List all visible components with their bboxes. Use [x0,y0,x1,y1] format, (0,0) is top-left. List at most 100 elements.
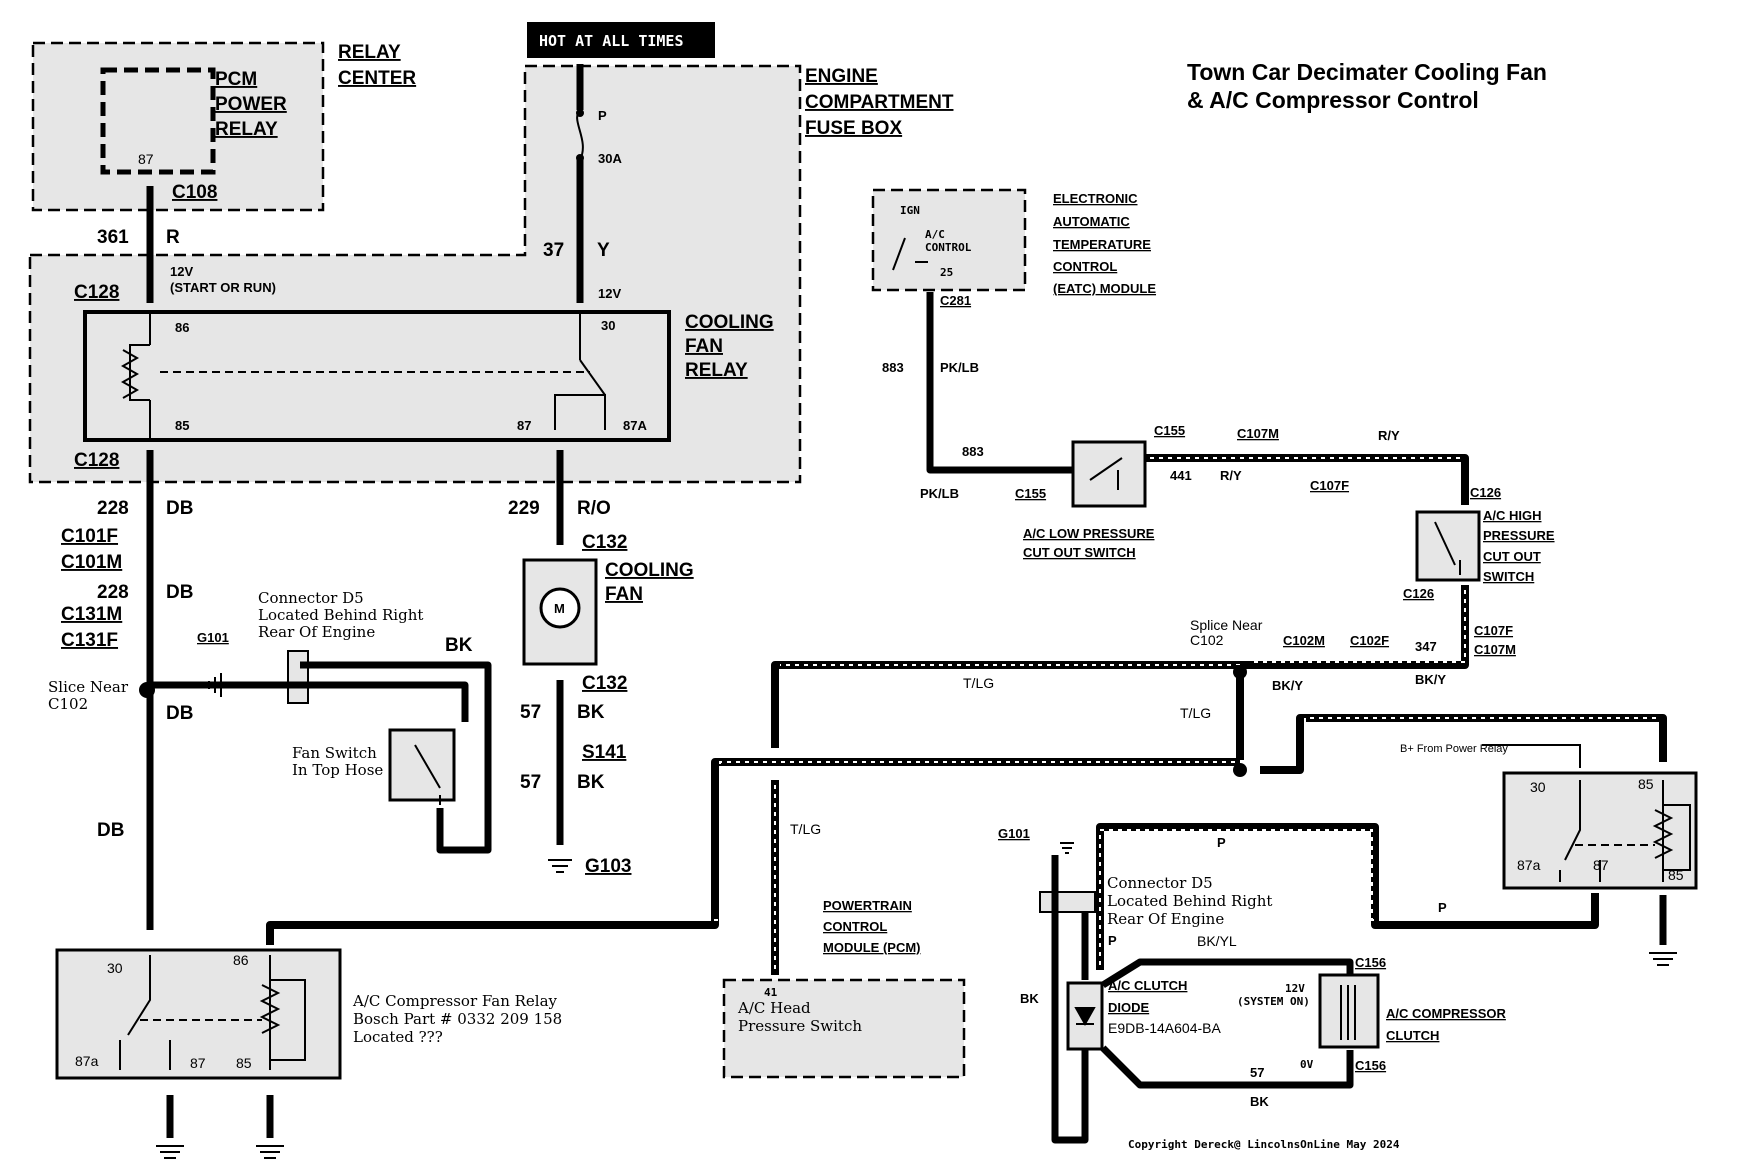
wire-tlg-top [771,661,1245,748]
c126-top: C126 [1470,485,1501,500]
cfr-pin87: 87 [517,418,531,433]
p-c: P [1108,933,1117,948]
v12-sys: 12V [1285,982,1305,995]
splice-left-line2: C102 [48,695,88,713]
tlg-a: T/LG [963,675,994,691]
cfr-line2: FAN [685,336,723,357]
bplus-label: B+ From Power Relay [1400,743,1508,755]
c155-left: C155 [1015,486,1046,501]
bk-b: BK [577,772,605,793]
connector-d5-right-icon [1039,891,1096,913]
w37: 37 [543,240,564,261]
relay-coil-icon [120,349,140,399]
eatc-line5: (EATC) MODULE [1053,281,1156,296]
ground-g103-icon [548,859,572,873]
splice-right-dot-bottom [1233,763,1247,777]
eatc-switch-icon [892,237,928,271]
w57c: 57 [1250,1065,1264,1080]
pcm-box [722,978,966,1079]
w361-color: R [166,227,180,248]
cooling-fan-relay-box [83,310,671,442]
hot-badge: HOT AT ALL TIMES [539,32,684,50]
pcm-note2: Pressure Switch [738,1017,862,1035]
v0: 0V [1300,1058,1314,1071]
pcm-line2: CONTROL [823,919,887,934]
lps-line2: CUT OUT SWITCH [1023,545,1136,560]
w361: 361 [97,227,129,248]
p-b: P [1438,900,1447,915]
c126-bot: C126 [1403,586,1434,601]
c132-bot: C132 [582,673,627,694]
c107f-top: C107F [1310,478,1349,493]
pcm-power-relay-box [100,67,216,175]
cooling-fan-line1: COOLING [605,560,694,581]
db1: DB [166,498,193,519]
ground-g101-right-icon [1060,842,1074,854]
c101m: C101M [61,552,122,573]
fuse-rating: 30A [598,151,622,166]
splice-left-dot [139,682,155,698]
c131f: C131F [61,630,118,651]
wire-tlg-to-ac-relay-stripe [275,761,1235,921]
cfr-pin87a: 87A [623,418,647,433]
ground-g101-left-icon [208,673,222,697]
ac-relay-pin87a: 87a [75,1053,99,1069]
tlg-b: T/LG [1180,705,1211,721]
s141: S141 [582,742,627,763]
diode-icon [1074,1007,1096,1027]
wire-441-ry [1145,454,1469,505]
cfr-line3: RELAY [685,360,748,381]
c281: C281 [940,293,971,308]
copyright: Copyright Dereck@ LincolnsOnLine May 202… [1128,1138,1400,1151]
w229: 229 [508,498,540,519]
high-pressure-switch-icon [1434,521,1461,575]
wire-bplus [1482,744,1581,768]
wire-bky-to-relay-85 [1260,714,1667,774]
hps-line3: CUT OUT [1483,549,1541,564]
c155-right: C155 [1154,423,1185,438]
title-line1: Town Car Decimater Cooling Fan [1187,59,1547,85]
w441: 441 [1170,468,1192,483]
hps-line4: SWITCH [1483,569,1534,584]
ground-relay-85-icon [256,1145,284,1159]
cfr-pin86: 86 [175,320,189,335]
conn-d5-left-line3: Rear Of Engine [258,623,375,641]
conn-d5-right-line1: Connector D5 [1107,874,1213,892]
ac-fan-relay-box [55,948,342,1080]
ac-relay-pin87: 87 [190,1055,206,1071]
title-line2: & A/C Compressor Control [1187,87,1479,113]
ac-relay-line2: Bosch Part # 0332 209 158 [353,1010,562,1028]
fan-switch-line2: In Top Hose [292,761,383,779]
ac-relay-internal [119,955,271,1070]
splice-right-line2: C102 [1190,632,1224,648]
system-on: (SYSTEM ON) [1237,995,1310,1008]
hot-badge-box [527,22,715,58]
cfr-pin30: 30 [601,318,615,333]
lps-line1: A/C LOW PRESSURE [1023,526,1155,541]
clutch-coil-icon [1340,985,1356,1040]
fan-motor-label: M [554,601,565,616]
wire-bkyl [1101,958,1354,988]
fuse-p: P [598,108,607,123]
prr-pin87: 87 [1593,857,1609,873]
relay-right-coil-icon [1652,809,1674,859]
bk-d: BK [1250,1094,1269,1109]
ac-relay-coil-icon [259,984,281,1034]
fan-motor-icon [539,587,581,629]
wire-p [1096,823,1599,970]
wire-347-stripe [1250,590,1466,663]
w883b: 883 [962,444,984,459]
ac-relay-pin85: 85 [236,1055,252,1071]
ac-relay-pin30: 30 [107,960,123,976]
pklb-b: PK/LB [920,486,959,501]
fuse-box-line3: FUSE BOX [805,118,902,139]
wire-57-bk [1100,1045,1354,1089]
pcm-relay-line2: POWER [215,94,287,115]
wire-bky-relay-stripe [1304,717,1660,722]
w347: 347 [1415,639,1437,654]
prr-pin85b: 85 [1668,867,1684,883]
splice-right-line1: Splice Near [1190,617,1263,633]
prr-pin87a: 87a [1517,857,1541,873]
relay-right-diode-loop [1663,804,1691,871]
